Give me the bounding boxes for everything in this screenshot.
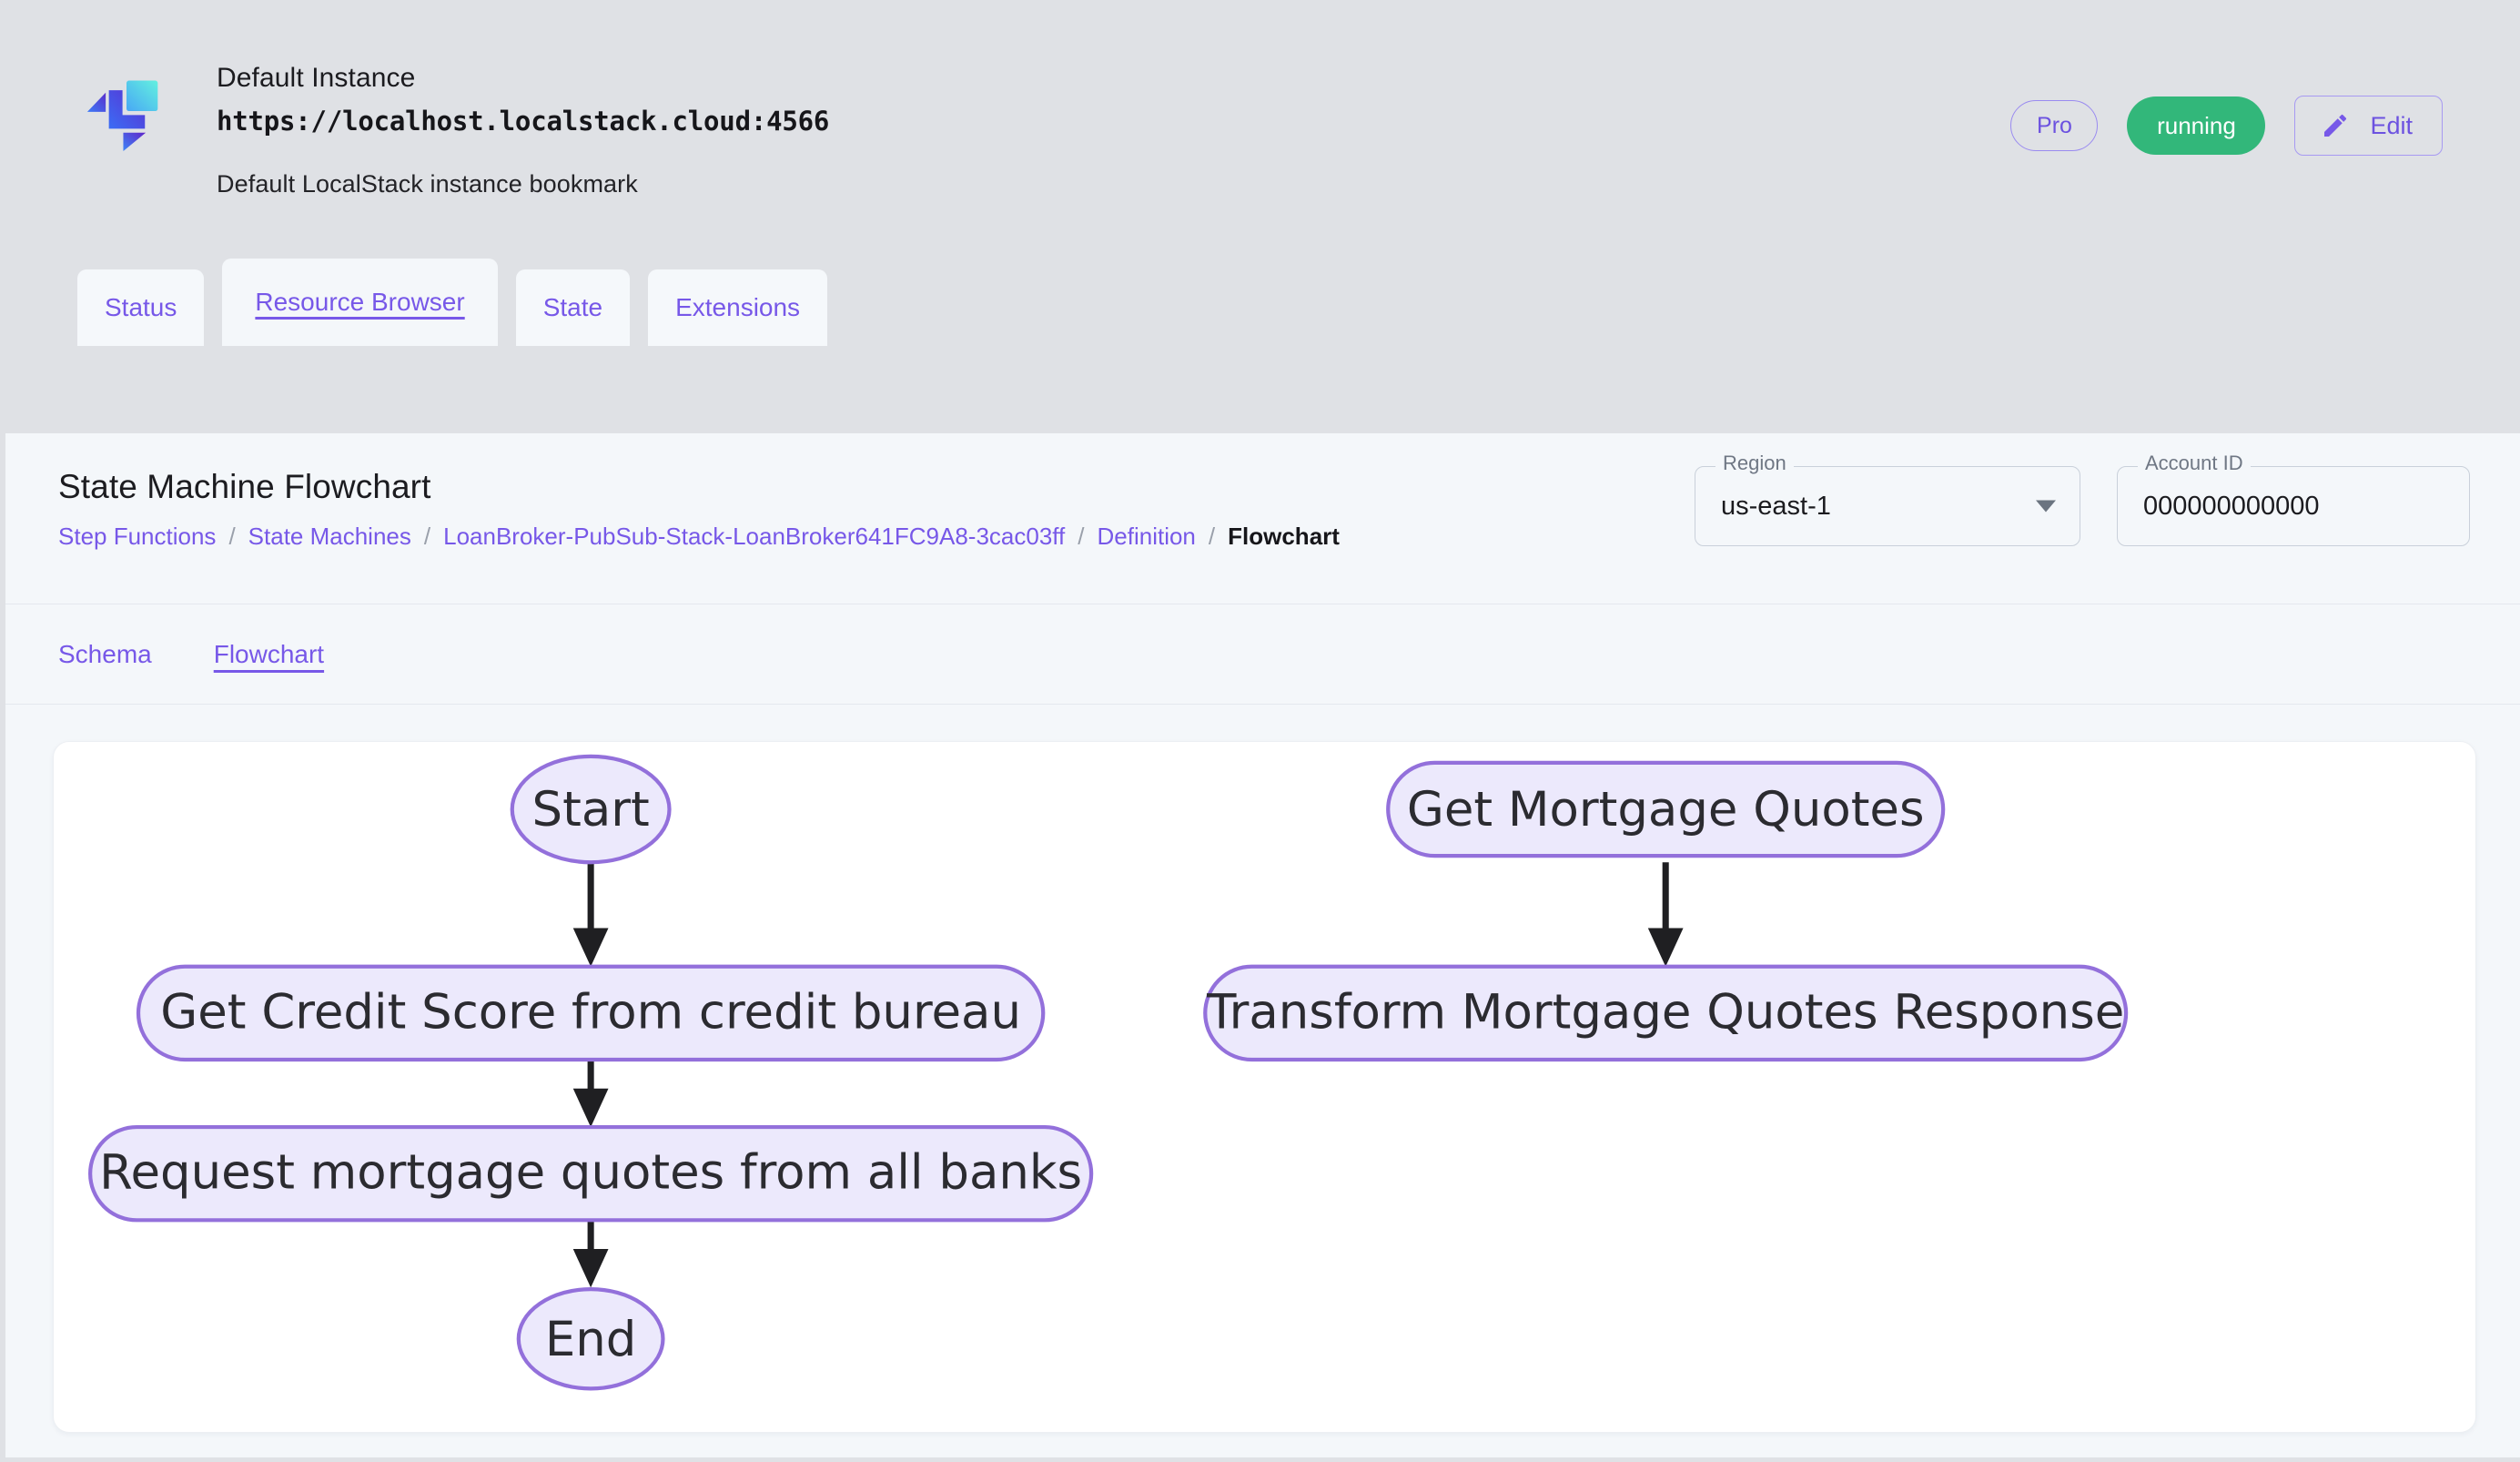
flowchart-edges xyxy=(572,862,1684,1288)
breadcrumb-item-state-machine-name[interactable]: LoanBroker-PubSub-Stack-LoanBroker641FC9… xyxy=(443,523,1066,550)
tab-state-label: State xyxy=(542,293,603,321)
region-select[interactable]: Region us-east-1 xyxy=(1695,453,2080,546)
tab-state[interactable]: State xyxy=(515,269,631,346)
flowchart-card: Start Get Credit Score from credit burea… xyxy=(53,741,2476,1433)
instance-description: Default LocalStack instance bookmark xyxy=(217,170,638,198)
header-actions: Pro running Edit xyxy=(2010,96,2443,156)
tab-extensions[interactable]: Extensions xyxy=(648,269,828,346)
instance-header: Default Instance https://localhost.local… xyxy=(0,0,2520,346)
breadcrumb-separator: / xyxy=(1078,523,1085,550)
subtab-flowchart[interactable]: Flowchart xyxy=(213,639,325,668)
flowchart-node-start[interactable]: Start xyxy=(510,754,672,865)
account-id-value: 000000000000 xyxy=(2143,491,2320,521)
instance-name: Default Instance xyxy=(217,63,416,93)
edge-start-to-credit xyxy=(572,862,609,967)
flowchart-node-credit-score[interactable]: Get Credit Score from credit bureau xyxy=(136,964,1046,1062)
edge-getquotes-to-transform xyxy=(1647,862,1684,967)
flowchart-node-get-mortgage-quotes-label: Get Mortgage Quotes xyxy=(1407,782,1925,838)
instance-endpoint: https://localhost.localstack.cloud:4566 xyxy=(217,105,830,137)
panel-header: State Machine Flowchart Step Functions /… xyxy=(5,433,2520,604)
breadcrumb-separator: / xyxy=(228,523,236,550)
tab-status-label: Status xyxy=(105,293,177,321)
flowchart-node-transform-response-label: Transform Mortgage Quotes Response xyxy=(1206,984,2124,1040)
breadcrumb-separator: / xyxy=(1208,523,1216,550)
flowchart-node-end-label: End xyxy=(545,1312,636,1367)
context-fields: Region us-east-1 Account ID 000000000000 xyxy=(1695,453,2470,546)
flowchart-node-transform-response[interactable]: Transform Mortgage Quotes Response xyxy=(1203,964,2129,1062)
instance-summary: Default Instance https://localhost.local… xyxy=(0,55,2520,198)
tab-extensions-label: Extensions xyxy=(675,293,801,321)
state-machine-flowchart: Start Get Credit Score from credit burea… xyxy=(88,754,2129,1391)
localstack-logo-icon xyxy=(86,71,167,151)
sub-tabs: Schema Flowchart xyxy=(5,604,2520,705)
breadcrumb: Step Functions / State Machines / LoanBr… xyxy=(58,523,2520,551)
tab-status[interactable]: Status xyxy=(77,269,205,346)
breadcrumb-item-definition[interactable]: Definition xyxy=(1097,523,1196,550)
flowchart-node-request-quotes[interactable]: Request mortgage quotes from all banks xyxy=(88,1124,1094,1223)
tab-resource-browser[interactable]: Resource Browser xyxy=(222,259,498,346)
breadcrumb-item-step-functions[interactable]: Step Functions xyxy=(58,523,217,550)
breadcrumb-item-flowchart: Flowchart xyxy=(1228,523,1340,550)
pencil-icon xyxy=(2321,111,2350,140)
flowchart-node-start-label: Start xyxy=(532,782,650,838)
edit-button-label: Edit xyxy=(2370,111,2413,139)
flowchart-node-get-mortgage-quotes[interactable]: Get Mortgage Quotes xyxy=(1386,760,1946,858)
flowchart-node-credit-score-label: Get Credit Score from credit bureau xyxy=(160,984,1021,1040)
main-tabs: Status Resource Browser State Extensions xyxy=(0,259,828,346)
edit-button[interactable]: Edit xyxy=(2294,96,2443,156)
pro-badge[interactable]: Pro xyxy=(2010,100,2099,151)
content-panel: State Machine Flowchart Step Functions /… xyxy=(5,433,2520,1457)
page-title: State Machine Flowchart xyxy=(58,468,431,505)
subtab-schema[interactable]: Schema xyxy=(58,639,152,668)
flowchart-node-request-quotes-label: Request mortgage quotes from all banks xyxy=(99,1145,1082,1201)
chevron-down-icon xyxy=(2036,500,2056,513)
instance-text-block: Default Instance https://localhost.local… xyxy=(217,55,829,198)
tab-resource-browser-label: Resource Browser xyxy=(255,288,465,316)
region-select-value: us-east-1 xyxy=(1721,491,1831,521)
region-select-label: Region xyxy=(1715,453,1794,473)
status-badge[interactable]: running xyxy=(2127,96,2266,155)
account-id-label: Account ID xyxy=(2138,453,2251,473)
account-id-field[interactable]: Account ID 000000000000 xyxy=(2117,453,2470,546)
flowchart-node-end[interactable]: End xyxy=(516,1286,665,1391)
breadcrumb-item-state-machines[interactable]: State Machines xyxy=(248,523,411,550)
breadcrumb-separator: / xyxy=(423,523,431,550)
